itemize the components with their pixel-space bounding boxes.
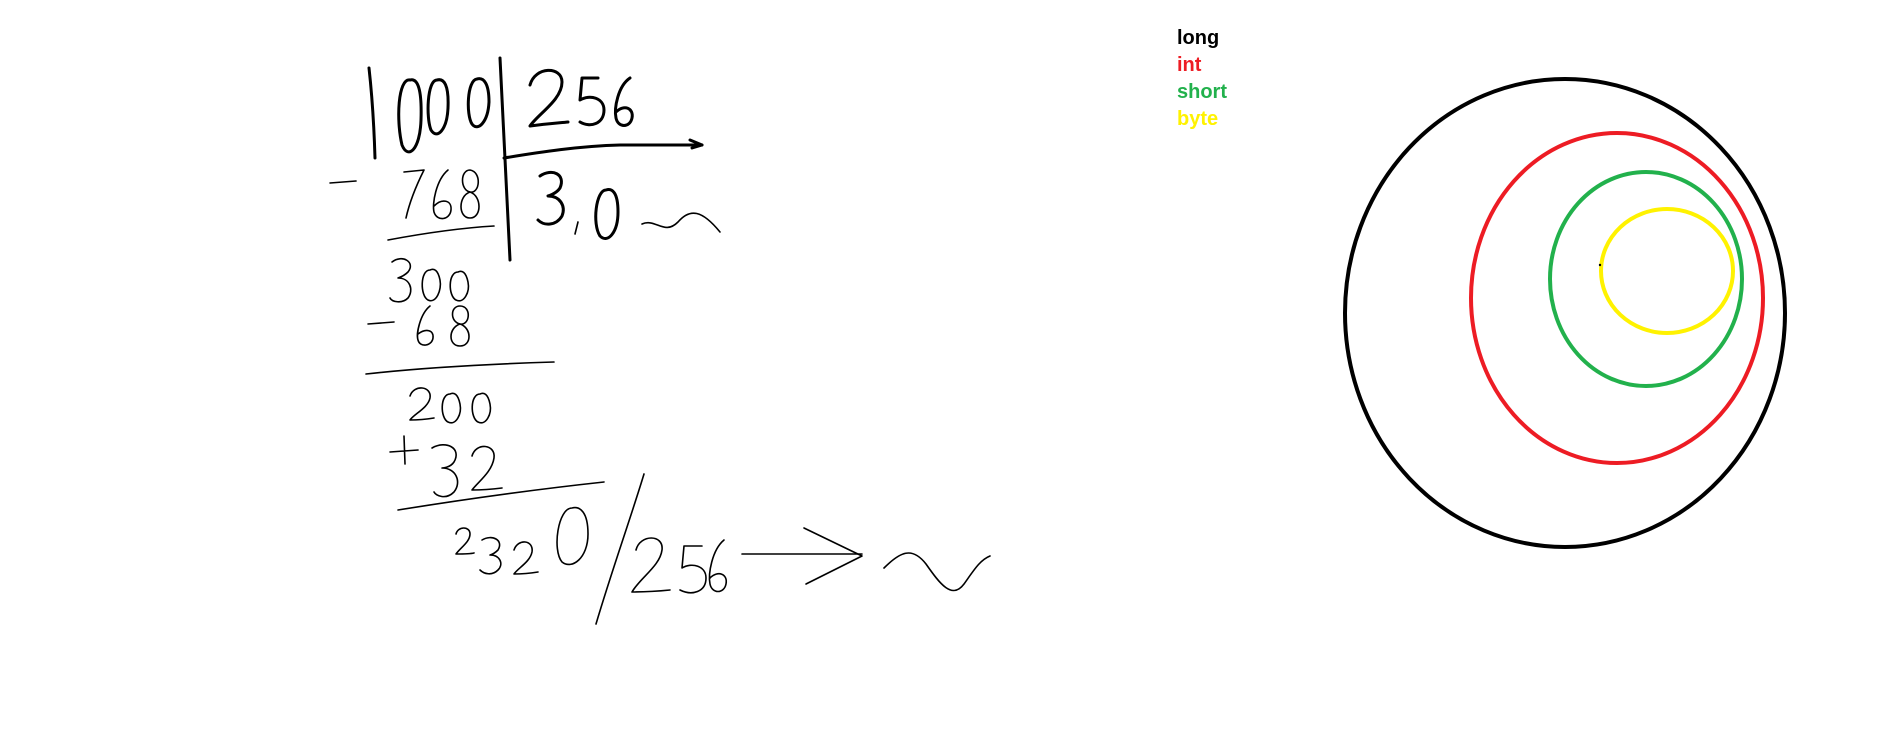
division-horizontal-bar [502,143,704,160]
center-dot [1598,263,1602,267]
digit-zero [556,506,589,566]
legend: long int short byte [1177,25,1227,133]
digit-zero [441,392,462,424]
digit-zero [594,188,620,240]
legend-item-byte: byte [1177,108,1219,130]
digit-eight [460,169,480,219]
legend-item-int: int [1177,54,1202,76]
digit-three [389,257,412,303]
digit-six [416,305,434,346]
legend-item-short: short [1177,81,1227,103]
approx-sign [883,552,991,592]
digit-six [614,76,634,127]
minus-sign [367,321,395,325]
arrow-head [803,527,863,585]
digit-seven [403,169,425,219]
approx-sign [641,212,721,233]
digit-zero [397,78,423,154]
minus-sign [329,180,357,184]
digit-three [479,536,502,575]
nested-type-ellipses [1343,77,1787,549]
digit-zero [449,270,470,302]
underline [365,361,555,375]
underline [397,481,605,511]
digit-zero [471,392,492,424]
digit-two [471,445,503,491]
digit-three [431,444,459,498]
digit-three [536,171,565,226]
digit-one [367,66,377,160]
ellipse-long [1343,77,1787,549]
legend-item-long: long [1177,27,1220,49]
ellipse-short [1548,170,1744,388]
division-vertical-bar [498,56,512,262]
digit-six [708,539,728,593]
digit-five [679,545,707,594]
digit-two [631,537,671,593]
division-slash [595,473,645,625]
underline [387,225,495,241]
arrow-head [688,138,704,150]
handwritten-division [329,56,991,625]
digit-zero [421,268,442,302]
ellipse-int [1469,131,1765,465]
plus-sign [389,435,419,465]
digit-two [455,527,475,555]
digit-zero [466,77,491,129]
comma [574,221,579,235]
digit-five [578,76,606,127]
digit-two [528,68,570,128]
digit-two [513,541,539,575]
digit-eight [450,305,470,347]
digit-six [432,169,452,220]
digit-two [409,387,435,421]
digit-zero [426,78,450,136]
ellipse-byte [1599,207,1735,335]
